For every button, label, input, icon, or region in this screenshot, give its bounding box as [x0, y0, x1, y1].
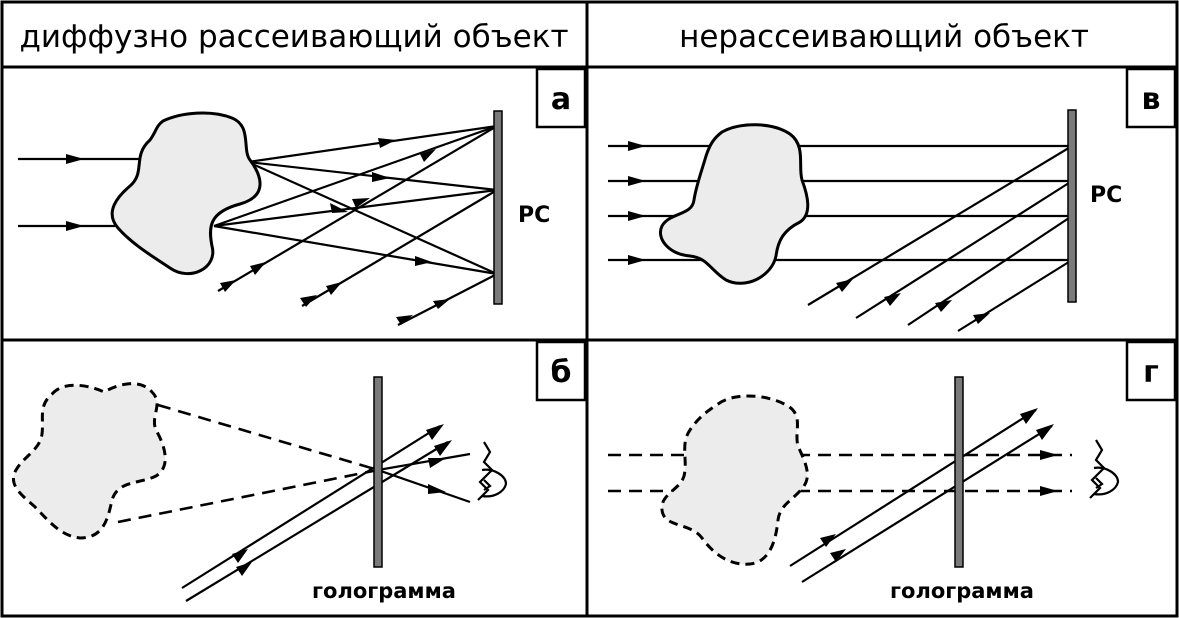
hologram-plate: [373, 376, 383, 568]
panel-g-label-box: [1125, 340, 1177, 402]
panel-a-label-box: [535, 67, 587, 129]
recording-plate: [493, 110, 503, 305]
hologram-caption: голограмма: [312, 579, 456, 603]
virtual-object-blob: [11, 382, 167, 540]
reference-rays: [217, 125, 498, 326]
hologram-plate: [954, 376, 964, 568]
ray-arrow: [66, 221, 84, 231]
panel-v-label: в: [1142, 82, 1161, 117]
virtual-ray: [117, 468, 379, 524]
panel-v-label-box: [1125, 67, 1177, 129]
panel-b-label-box: [535, 340, 587, 402]
panel-g: г голограмма: [608, 340, 1177, 603]
plate-label-rc: РС: [1090, 183, 1122, 208]
panel-v: в РС: [608, 67, 1177, 332]
object-rays: [608, 141, 1072, 265]
virtual-ray: [157, 403, 379, 472]
nonscattering-object-blob: [659, 123, 810, 285]
reconstruction-beams: [789, 408, 1054, 583]
eye-icon: [1089, 439, 1120, 499]
diffuse-object-blob: [110, 111, 262, 275]
scattered-rays: [213, 124, 498, 276]
panel-g-label: г: [1143, 355, 1159, 390]
recording-plate: [1067, 109, 1077, 303]
rays-to-eye: [377, 452, 471, 504]
panel-a-label: а: [551, 82, 571, 117]
virtual-object-blob: [660, 394, 809, 566]
plate-label-rc: РС: [518, 203, 550, 228]
panel-a: а: [18, 67, 587, 326]
panel-b-label: б: [551, 355, 572, 390]
header-nonscattering-object: нерассеивающий объект: [679, 19, 1089, 55]
header-diffuse-object: диффузно рассеивающий объект: [19, 19, 568, 55]
reference-rays: [807, 145, 1073, 332]
panel-b: б голограмма: [11, 340, 587, 603]
reconstruction-beams: [181, 424, 452, 602]
eye-icon: [477, 441, 508, 501]
hologram-caption: голограмма: [890, 579, 1034, 603]
ray-arrow: [66, 154, 84, 164]
